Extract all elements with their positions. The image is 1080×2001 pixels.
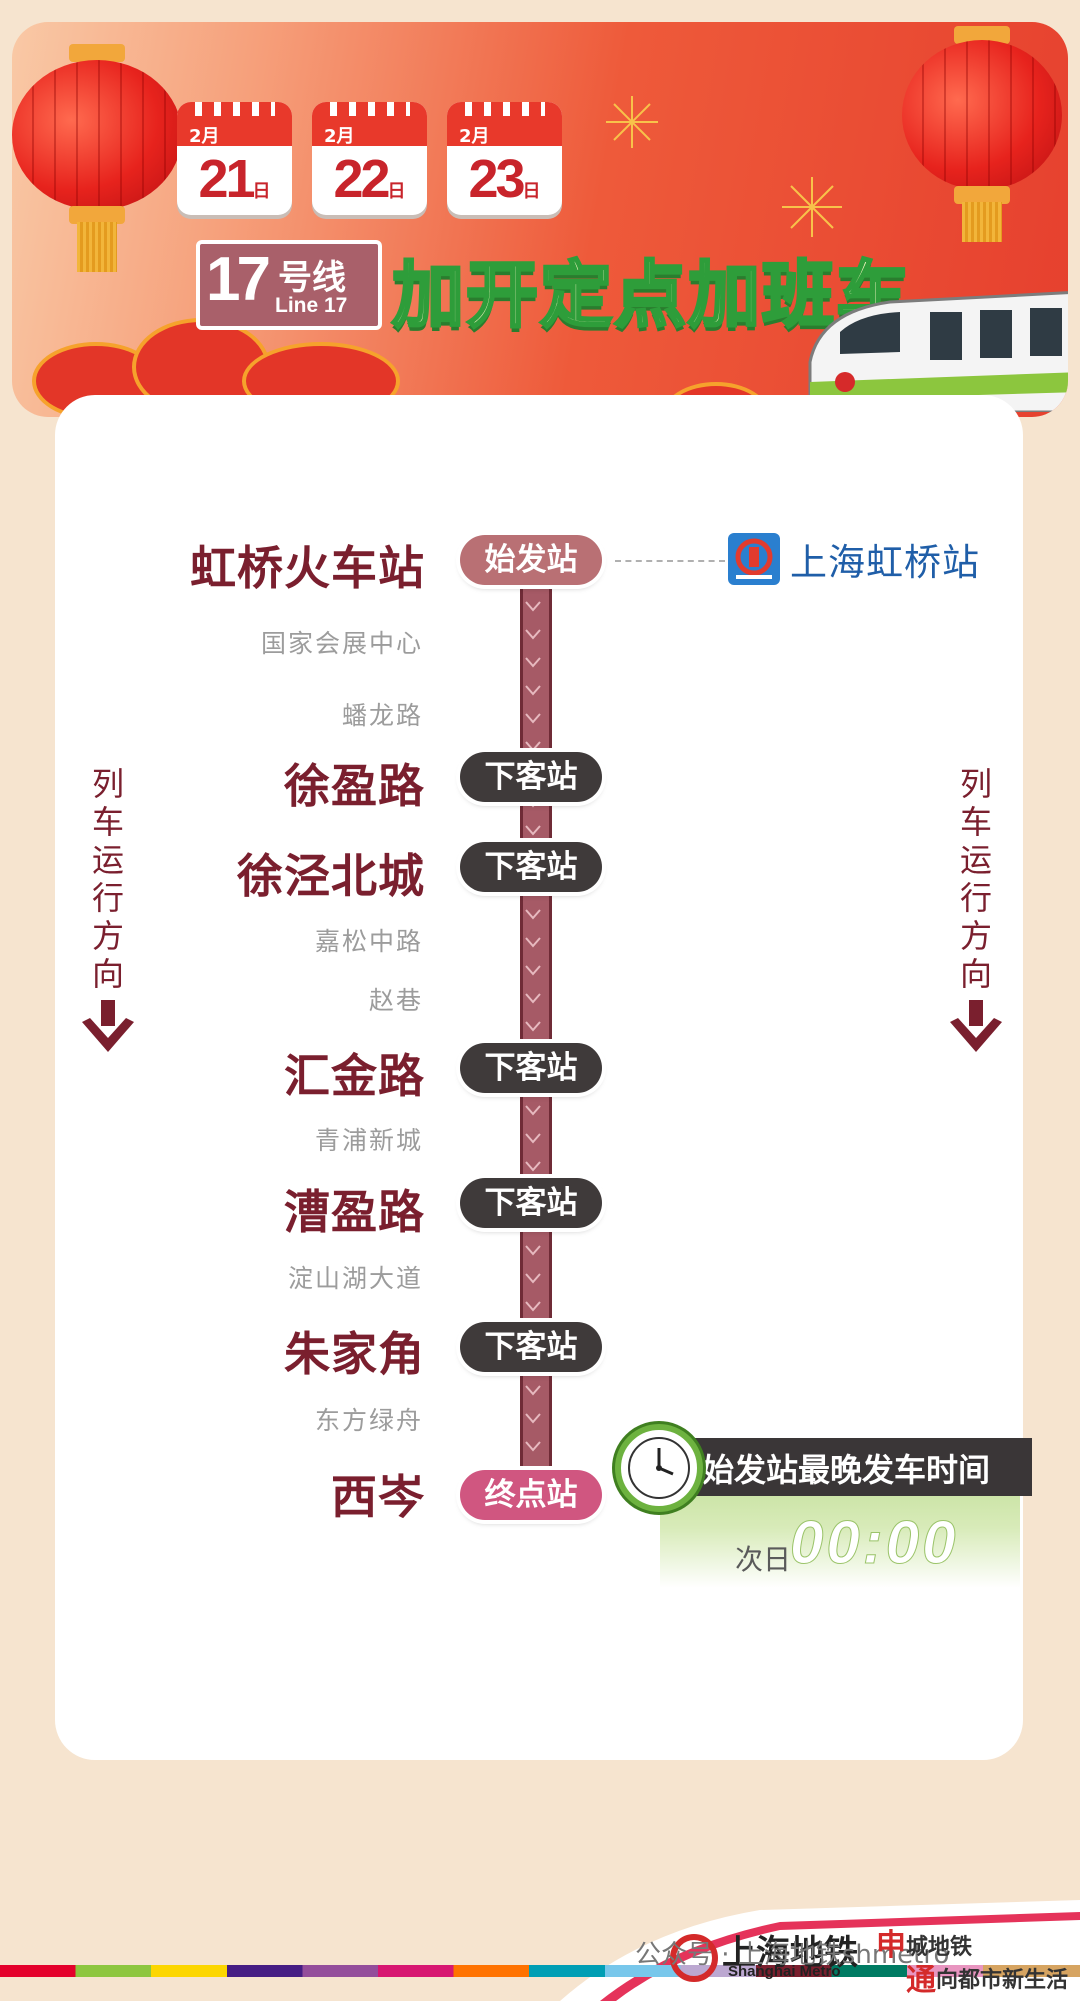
station-alight: 汇金路 <box>284 1049 425 1103</box>
track-chevron-icon <box>523 1440 543 1454</box>
station-terminal: 西岑 <box>331 1470 425 1524</box>
calendar-month: 2月 <box>189 126 220 147</box>
station-minor: 蟠龙路 <box>341 701 423 730</box>
station-alight: 漕盈路 <box>284 1185 425 1239</box>
track-chevron-icon <box>523 1272 543 1286</box>
slogan-char-shen: 申 <box>876 1928 906 1963</box>
station-alight: 徐盈路 <box>284 759 425 813</box>
shanghai-metro-logo-icon <box>670 1934 718 1982</box>
station-minor: 国家会展中心 <box>260 629 423 658</box>
calendar-day-suffix: 日 <box>522 181 541 201</box>
track-chevron-icon <box>523 628 543 642</box>
track-chevron-icon <box>523 964 543 978</box>
down-arrow-icon <box>950 1000 1002 1052</box>
alight-tag: 下客站 <box>460 752 602 802</box>
origin-tag: 始发站 <box>460 535 602 585</box>
calendar-day: 23 <box>468 149 525 209</box>
station-minor: 淀山湖大道 <box>287 1264 423 1293</box>
line-hao: 号线 <box>278 258 346 298</box>
terminal-tag: 终点站 <box>460 1470 602 1520</box>
lantern-left-icon <box>12 22 182 272</box>
last-train-time: 00:00 <box>789 1509 959 1577</box>
next-day-label: 次日 <box>735 1543 792 1576</box>
headline: 加开定点加班车 <box>390 252 911 339</box>
transfer-rail-station: 上海虹桥站 <box>790 541 980 584</box>
track-chevron-icon <box>523 936 543 950</box>
track-chevron-icon <box>523 1384 543 1398</box>
last-train-header <box>660 1438 1032 1496</box>
track-chevron-icon <box>523 1412 543 1426</box>
calendar-date-3: 2月 23日 <box>447 102 562 215</box>
slogan-char-tong: 通 <box>906 1963 936 1998</box>
slogan-line-1: 城地铁 <box>906 1934 973 1960</box>
line-badge: 17 号线 Line 17 <box>196 240 382 330</box>
last-train-title: 始发站最晚发车时间 <box>702 1451 991 1489</box>
calendar-day: 22 <box>333 149 390 209</box>
station-minor: 青浦新城 <box>314 1126 423 1155</box>
track-chevron-icon <box>523 1020 543 1034</box>
header-banner: 2月 21日 2月 22日 2月 23日 17 号线 Line 17 加开定点加… <box>12 22 1068 417</box>
line-english: Line 17 <box>275 294 348 317</box>
station-minor: 赵巷 <box>368 986 423 1015</box>
track-chevron-icon <box>523 1160 543 1174</box>
metro-train-icon <box>808 291 1068 412</box>
track-chevron-icon <box>523 656 543 670</box>
transfer-connector <box>615 560 725 562</box>
direction-label-right: 列车运行方向 <box>959 765 992 993</box>
calendar-month: 2月 <box>324 126 355 147</box>
track-chevron-icon <box>523 600 543 614</box>
down-arrow-icon <box>82 1000 134 1052</box>
track-chevron-icon <box>523 908 543 922</box>
alight-tag: 下客站 <box>460 1322 602 1372</box>
railway-icon <box>728 533 780 585</box>
calendar-day-suffix: 日 <box>387 181 406 201</box>
station-minor: 东方绿舟 <box>314 1406 423 1435</box>
alight-tag: 下客站 <box>460 842 602 892</box>
calendar-date-1: 2月 21日 <box>177 102 292 215</box>
alight-tag: 下客站 <box>460 1178 602 1228</box>
station-alight: 徐泾北城 <box>237 849 425 903</box>
track-chevron-icon <box>523 1104 543 1118</box>
direction-label-left: 列车运行方向 <box>91 765 124 993</box>
alight-tag: 下客站 <box>460 1043 602 1093</box>
logo-english: Shanghai Metro <box>728 1963 841 1980</box>
logo-chinese: 上海地铁 <box>722 1933 858 1973</box>
calendar-month: 2月 <box>459 126 490 147</box>
station-minor: 嘉松中路 <box>314 927 423 956</box>
line-number: 17 <box>206 245 271 314</box>
lantern-right-icon <box>902 22 1062 252</box>
clock-icon <box>615 1424 703 1512</box>
track-chevron-icon <box>523 712 543 726</box>
firework-icon <box>782 177 842 237</box>
track-chevron-icon <box>523 1300 543 1314</box>
calendar-day-suffix: 日 <box>252 181 271 201</box>
station-alight: 朱家角 <box>284 1327 425 1381</box>
slogan-line-2: 向都市新生活 <box>936 1967 1069 1993</box>
calendar-date-2: 2月 22日 <box>312 102 427 215</box>
track-chevron-icon <box>523 1244 543 1258</box>
station-origin: 虹桥火车站 <box>190 541 425 595</box>
firework-icon <box>606 96 658 148</box>
line-color-stripe <box>0 1965 1080 1977</box>
track-chevron-icon <box>523 740 543 754</box>
track-chevron-icon <box>523 1132 543 1146</box>
calendar-day: 21 <box>198 149 255 209</box>
track-chevron-icon <box>523 684 543 698</box>
track-chevron-icon <box>523 824 543 838</box>
track-chevron-icon <box>523 992 543 1006</box>
watermark-text: 公众号 · 上海地铁shmetro <box>635 1940 950 1970</box>
